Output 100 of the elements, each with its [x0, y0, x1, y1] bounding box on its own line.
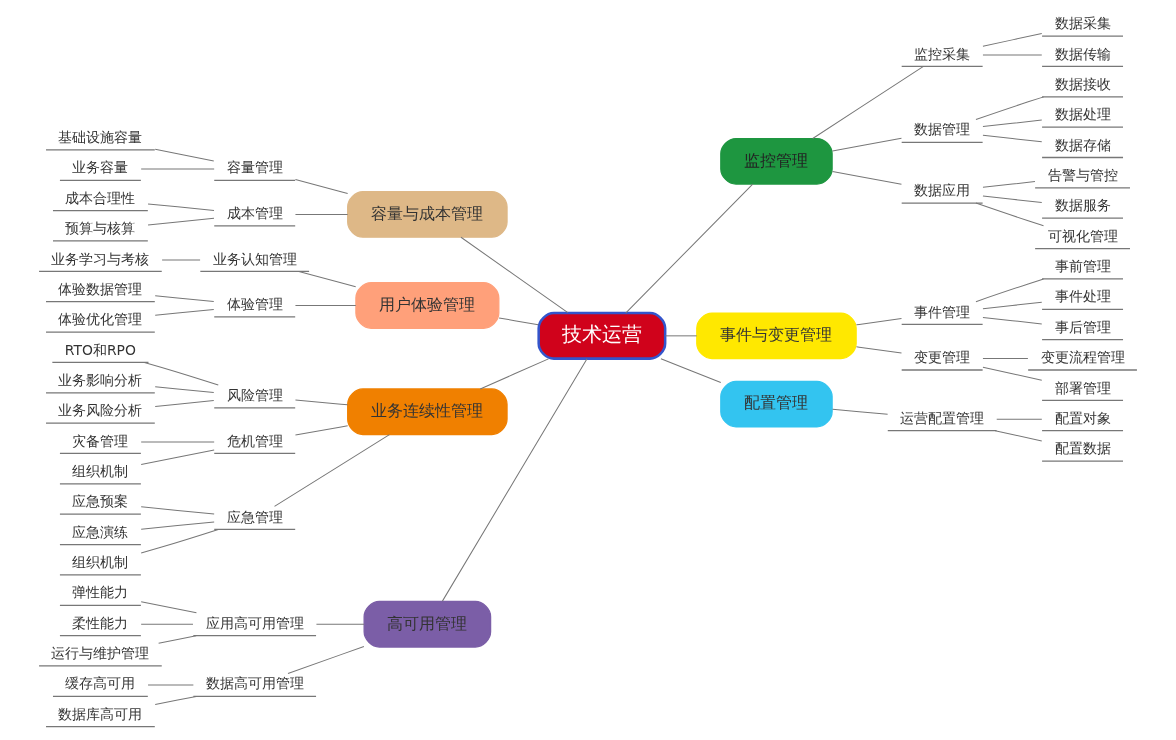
connector [140, 441, 215, 443]
connector [812, 66, 924, 139]
node-text: 组织机制 [72, 462, 129, 479]
connector [154, 386, 215, 394]
connector [154, 400, 215, 407]
connector [140, 601, 197, 614]
connector [140, 449, 215, 466]
connector [982, 181, 1036, 188]
connector [832, 408, 889, 415]
node-text: 业务影响分析 [58, 371, 143, 388]
node-text: 缓存高可用 [65, 675, 136, 692]
connector [140, 506, 215, 515]
node-text: 应急预案 [72, 493, 129, 510]
connector [996, 418, 1043, 420]
connector [274, 434, 390, 507]
node-text: 事件处理 [1054, 288, 1111, 305]
connector [294, 399, 349, 406]
node-text: 应急管理 [226, 508, 283, 525]
node-text: 业务容量 [72, 159, 129, 176]
connector [158, 635, 197, 644]
connector [660, 358, 722, 384]
connector [982, 195, 1043, 203]
connector [994, 430, 1043, 442]
connector [975, 202, 1045, 227]
connector [460, 236, 569, 314]
connector [140, 529, 219, 554]
connector [441, 358, 588, 602]
node-text: 业务风险分析 [58, 402, 143, 419]
connector [479, 358, 549, 390]
connector [147, 203, 215, 211]
connector [982, 301, 1043, 310]
connector [664, 335, 698, 337]
connector [982, 54, 1043, 56]
connector [294, 425, 349, 436]
node-text: 体验数据管理 [58, 280, 143, 297]
node-text: 应用高可用管理 [205, 614, 304, 631]
connector [294, 178, 349, 194]
connector [982, 134, 1043, 143]
node-text: 柔性能力 [72, 614, 129, 631]
node-text: 告警与管控 [1047, 167, 1118, 184]
connector [161, 259, 201, 261]
connector [287, 645, 365, 675]
node-text: 事前管理 [1054, 258, 1111, 275]
node-text: 数据处理 [1054, 106, 1111, 123]
connector [140, 623, 194, 625]
node-text: 变更管理 [914, 349, 971, 366]
connector [855, 318, 902, 326]
node-text: 配置数据 [1054, 440, 1111, 457]
node-text: 成本合理性 [65, 189, 136, 206]
node-text: 可视化管理 [1047, 227, 1118, 244]
node-text: 弹性能力 [72, 584, 129, 601]
node-text: 数据传输 [1054, 45, 1111, 62]
node-text: 体验优化管理 [58, 311, 143, 328]
connector [294, 213, 349, 215]
node-text: 事后管理 [1054, 318, 1111, 335]
connector [154, 308, 215, 316]
node-box: 配置管理 [720, 380, 833, 428]
node-text: 事件管理 [914, 303, 971, 320]
node-text: 体验管理 [226, 296, 283, 313]
node-box: 业务连续性管理 [347, 388, 508, 436]
connector [140, 168, 215, 170]
node-text: 风险管理 [226, 387, 283, 404]
connector [982, 358, 1029, 360]
connector [982, 119, 1043, 128]
node-text: 配置对象 [1054, 409, 1111, 426]
connector [832, 171, 902, 185]
connector [625, 183, 754, 314]
node-box: 容量与成本管理 [347, 191, 508, 238]
connector [154, 695, 197, 706]
node-text: 数据库高可用 [58, 705, 143, 722]
node-text: 成本管理 [226, 204, 283, 221]
connector [975, 96, 1045, 121]
connector [154, 148, 215, 162]
connector [147, 217, 215, 226]
connector [143, 362, 219, 386]
connector [154, 295, 215, 303]
connector [982, 316, 1043, 325]
node-text: 数据高可用管理 [205, 675, 304, 692]
node-text: 数据接收 [1054, 75, 1111, 92]
connector [147, 684, 194, 686]
connector [140, 521, 215, 530]
node-text: 运营配置管理 [900, 409, 985, 426]
node-box: 事件与变更管理 [696, 312, 857, 360]
node-text: 组织机制 [72, 554, 129, 571]
node-text: 业务学习与考核 [51, 250, 150, 267]
node-text: 数据管理 [914, 121, 971, 138]
connector [294, 305, 357, 306]
node-text: 部署管理 [1054, 379, 1111, 396]
connector [982, 366, 1043, 381]
node-box: 技术运营 [537, 311, 667, 360]
connector [855, 346, 902, 354]
node-text: 数据应用 [914, 182, 971, 199]
connector [498, 317, 539, 326]
node-text: 监控采集 [914, 45, 971, 62]
node-text: 变更流程管理 [1040, 349, 1125, 366]
node-text: 容量管理 [226, 159, 283, 176]
connector [298, 270, 357, 288]
node-text: RTO和RPO [64, 341, 136, 358]
node-text: 数据存储 [1054, 136, 1111, 153]
connector [982, 32, 1043, 47]
